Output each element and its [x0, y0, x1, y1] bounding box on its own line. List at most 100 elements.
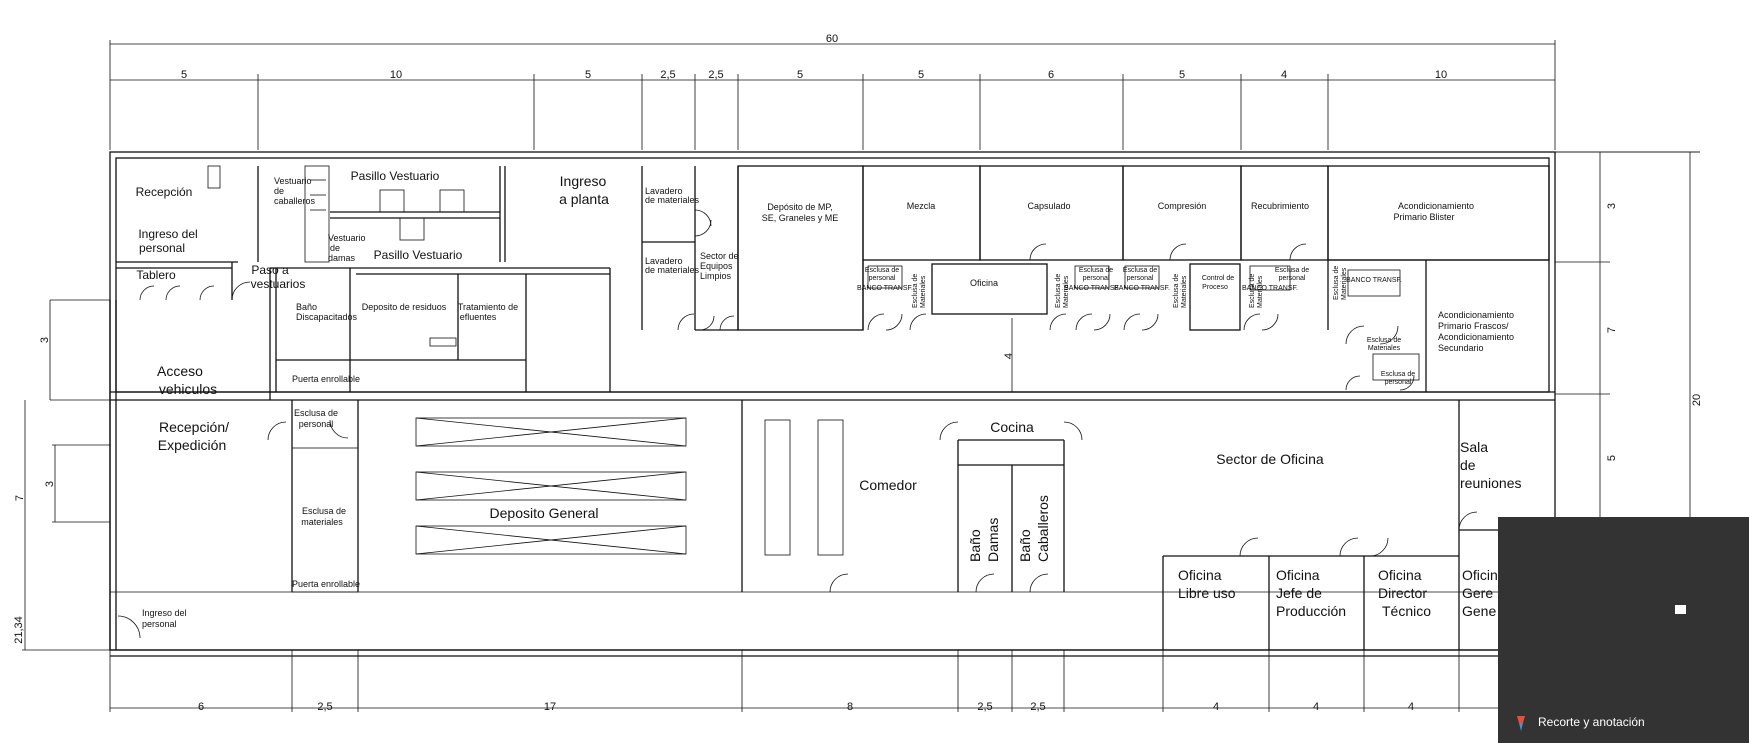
label-oficina-jefe-2: Jefe de [1276, 585, 1322, 601]
label-ingreso-planta-2: a planta [559, 191, 609, 207]
dim-right-0: 3 [1606, 203, 1618, 209]
notification-label: Recorte y anotación [1538, 715, 1645, 729]
label-deposito-mp-1: Depósito de MP, [767, 202, 832, 212]
label-deposito-mp-2: SE, Graneles y ME [762, 213, 839, 223]
label-acond-frascos-1: Acondicionamiento [1438, 310, 1514, 320]
label-oficina-jefe-1: Oficina [1276, 567, 1320, 583]
dim-left-2: 3 [44, 481, 56, 487]
label-esclusa-materiales-8: Materiales [1257, 275, 1264, 308]
label-esclusa-personal-low-1: Esclusa de [294, 408, 338, 418]
label-acond-frascos-2: Primario Frascos/ [1438, 321, 1509, 331]
label-esclusa-materiales-9: Esclusa de [1333, 266, 1340, 300]
label-ingreso-personal-bottom-2: personal [142, 619, 177, 629]
label-ingreso-personal-top-2: personal [139, 241, 185, 255]
dim-top-6: 5 [918, 69, 924, 81]
dim-top-9: 4 [1281, 69, 1287, 81]
snip-notification[interactable]: Recorte y anotación [1498, 517, 1749, 743]
label-control-proceso-2: Proceso [1202, 284, 1228, 291]
label-esclusa-personal-9: Esclusa de [1381, 371, 1415, 378]
label-recepcion-expedicion-2: Expedición [158, 437, 227, 453]
label-paso-vestuarios-2: vestuarios [251, 277, 306, 291]
label-esclusa-materiales-2: Materiales [920, 275, 927, 308]
label-acceso-vehiculos-1: Acceso [157, 363, 203, 379]
label-vestuario-caballeros-3: caballeros [274, 196, 316, 206]
label-lavadero-2a: Lavadero [645, 256, 683, 266]
dim-right-total: 20 [1691, 394, 1703, 406]
label-banco-transf-5: BANCO TRANSF. [1346, 277, 1402, 284]
label-vestuario-caballeros-1: Vestuario [274, 176, 312, 186]
label-sector-oficina: Sector de Oficina [1216, 451, 1324, 467]
label-sector-equipos-3: Limpios [700, 271, 732, 281]
label-sala-reuniones-2: de [1460, 457, 1476, 473]
label-sala-reuniones-3: reuniones [1460, 475, 1522, 491]
label-bano-caballeros-1: Baño [1017, 529, 1033, 562]
label-control-proceso-1: Control de [1202, 275, 1234, 282]
label-acceso-vehiculos-2: vehiculos [159, 381, 217, 397]
dim-bottom-8: 4 [1408, 701, 1414, 713]
dim-left-3: 21,34 [13, 616, 25, 644]
label-esclusa-materiales-3: Esclusa de [1055, 274, 1062, 308]
label-esclusa-personal-8: personal [1279, 275, 1306, 282]
dim-bottom-7: 4 [1313, 701, 1319, 713]
label-esclusa-personal-6: personal [1127, 275, 1154, 282]
label-esclusa-materiales-1: Esclusa de [912, 274, 919, 308]
label-recepcion: Recepción [136, 185, 193, 199]
label-esclusa-materiales-7: Esclusa de [1249, 274, 1256, 308]
label-banco-transf-4: BANCO TRANSF. [1242, 285, 1298, 292]
dim-right-2: 5 [1606, 455, 1618, 461]
label-vestuario-damas-3: damas [328, 253, 356, 263]
dim-top-4: 2,5 [708, 69, 723, 81]
label-oficina-libre-1: Oficina [1178, 567, 1222, 583]
snip-sketch-icon [1517, 716, 1525, 731]
dim-top-7: 6 [1048, 69, 1054, 81]
lower-block [117, 400, 1498, 650]
top-dimensions: 60 5 10 5 2,5 2,5 5 5 6 5 4 10 [109, 33, 1556, 150]
label-oficina-planta: Oficina [970, 278, 998, 288]
label-acond-frascos-3: Acondicionamiento [1438, 332, 1514, 342]
label-bano-discapacitados-1: Baño [296, 302, 317, 312]
label-tratamiento-efluentes-2: efluentes [460, 312, 497, 322]
label-esclusa-materiales-low-2: materiales [301, 517, 343, 527]
dim-bottom-2: 17 [544, 701, 556, 713]
label-puerta-enrollable-1: Puerta enrollable [292, 374, 360, 384]
label-bano-damas-1: Baño [967, 529, 983, 562]
notification-marker [1675, 605, 1686, 614]
dim-top-8: 5 [1179, 69, 1185, 81]
label-bano-damas-2: Damas [985, 518, 1001, 562]
label-vestuario-caballeros-2: de [274, 186, 284, 196]
label-esclusa-personal-3: Esclusa de [1079, 267, 1113, 274]
label-pasillo-vestuario-bottom: Pasillo Vestuario [374, 248, 463, 262]
label-acond-blister-1: Acondicionamiento [1398, 201, 1474, 211]
dim-left-0: 3 [39, 337, 51, 343]
label-oficina-libre-2: Libre uso [1178, 585, 1236, 601]
label-esclusa-materiales-11: Esclusa de [1367, 337, 1401, 344]
label-ingreso-planta-1: Ingreso [560, 173, 607, 189]
label-esclusa-personal-7: Esclusa de [1275, 267, 1309, 274]
dim-bottom-6: 4 [1213, 701, 1219, 713]
label-bano-caballeros-2: Caballeros [1035, 495, 1051, 562]
label-esclusa-personal-2: personal [869, 275, 896, 282]
label-pasillo-vestuario-top: Pasillo Vestuario [351, 169, 440, 183]
label-tablero: Tablero [136, 268, 176, 282]
dim-top-5: 5 [797, 69, 803, 81]
dim-top-1: 10 [390, 69, 402, 81]
label-compresion: Compresión [1158, 201, 1207, 211]
label-acond-blister-2: Primario Blister [1393, 212, 1454, 222]
label-recubrimiento: Recubrimiento [1251, 201, 1309, 211]
label-vestuario-damas-2: de [330, 243, 340, 253]
label-oficina-director-1: Oficina [1378, 567, 1422, 583]
label-esclusa-materiales-6: Materiales [1181, 275, 1188, 308]
label-esclusa-materiales-4: Materiales [1063, 275, 1070, 308]
label-capsulado: Capsulado [1027, 201, 1070, 211]
dim-bottom-3: 8 [847, 701, 853, 713]
label-oficina-director-3: Técnico [1382, 603, 1431, 619]
production-block [737, 165, 1550, 392]
label-ingreso-personal-top-1: Ingreso del [138, 227, 197, 241]
label-sala-reuniones-1: Sala [1460, 439, 1488, 455]
dim-bottom-0: 6 [198, 701, 204, 713]
label-bano-discapacitados-2: Discapacitados [296, 312, 358, 322]
label-esclusa-personal-low-2: personal [299, 419, 334, 429]
label-banco-transf-3: BANCO TRANSF. [1114, 285, 1170, 292]
label-sector-equipos-2: Equipos [700, 261, 733, 271]
